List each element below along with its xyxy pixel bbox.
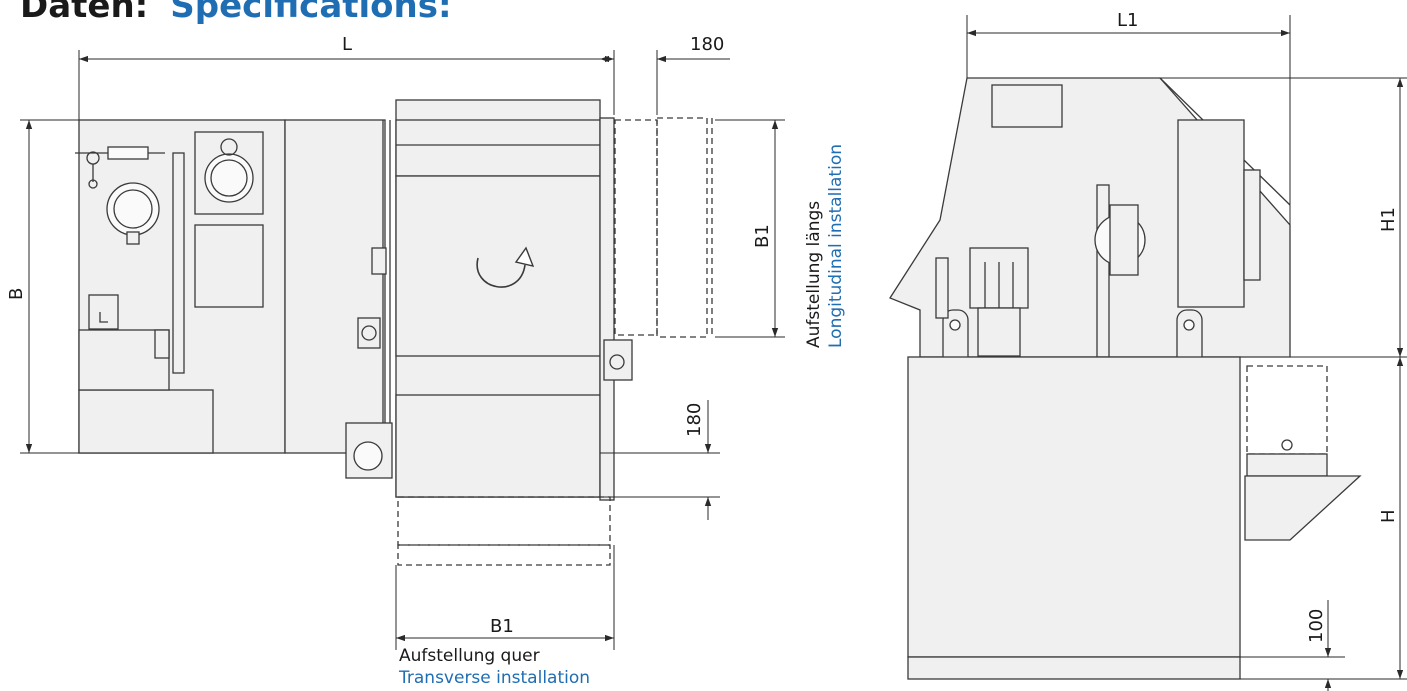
dim-side-offset: 180: [684, 403, 705, 437]
dim-H1: H1: [1378, 207, 1399, 232]
dim-L1: L1: [1117, 10, 1138, 31]
tank-housing: [284, 119, 386, 454]
caption-transverse-en: Transverse installation: [399, 668, 591, 688]
dim-B1-side: B1: [752, 224, 773, 248]
caption-longitudinal-de: Aufstellung längs: [804, 200, 824, 348]
dim-B1-bottom: B1: [490, 616, 514, 637]
top-view-dimensions: [20, 50, 785, 650]
dim-top-offset: 180: [690, 34, 724, 55]
caption-transverse: Aufstellung quer Transverse installation: [399, 645, 590, 689]
top-view: [75, 99, 713, 566]
caption-transverse-de: Aufstellung quer: [399, 646, 540, 666]
dim-L: L: [342, 34, 352, 55]
gauge-icon: [106, 182, 160, 236]
terminal-box: [991, 84, 1063, 128]
rotation-arrow-icon: [476, 257, 526, 288]
page-title: Daten: Specifications:: [20, 0, 452, 26]
dim-foot-height: 100: [1306, 609, 1327, 643]
title-english: Specifications:: [170, 0, 452, 26]
side-drive-box: [1246, 365, 1328, 455]
dim-B: B: [6, 288, 27, 300]
caption-longitudinal: Aufstellung längs Longitudinal installat…: [803, 144, 847, 348]
dim-H: H: [1378, 509, 1399, 523]
lower-panel: [78, 389, 214, 454]
side-view: [889, 77, 1362, 680]
caption-longitudinal-en: Longitudinal installation: [826, 144, 846, 348]
side-panel: [1177, 119, 1245, 308]
switch-box: [88, 294, 119, 330]
title-german: Daten:: [20, 0, 149, 26]
lower-tank: [907, 356, 1241, 658]
side-view-dimensions: [966, 15, 1407, 691]
